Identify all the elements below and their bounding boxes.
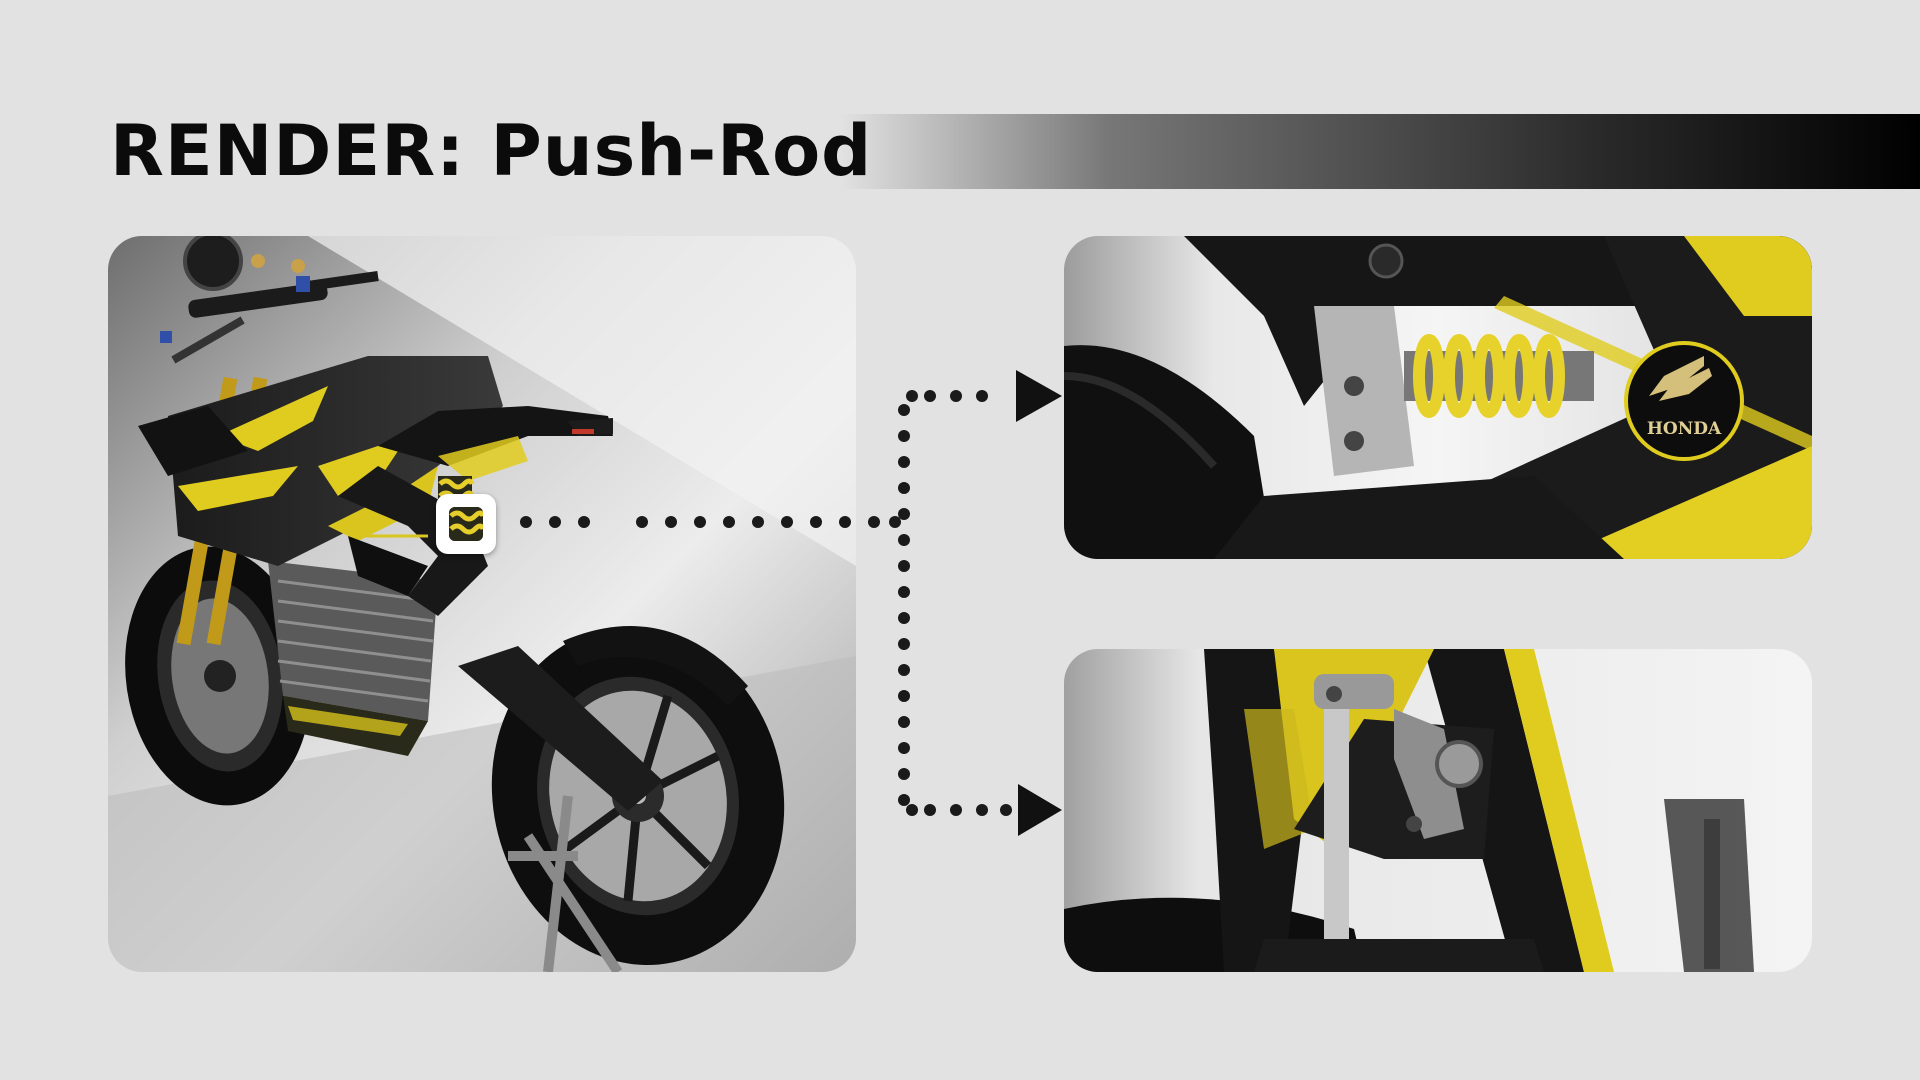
arrow-bottom-icon [1018, 784, 1062, 836]
arrow-top-icon [1016, 370, 1062, 422]
shock-closeup-panel: HONDA [1064, 236, 1812, 559]
push-rod-closeup-panel [1064, 649, 1812, 972]
motorcycle-render-panel [108, 236, 856, 972]
title-gradient-bar [840, 114, 1920, 189]
page-title: RENDER: Push-Rod [110, 110, 873, 192]
honda-logo-text: HONDA [1647, 419, 1722, 439]
motorcycle-render-image [108, 236, 856, 972]
push-rod-closeup-image [1064, 649, 1812, 972]
shock-hotspot-marker[interactable] [436, 494, 496, 554]
shock-spring-icon [449, 507, 483, 541]
shock-closeup-image: HONDA [1064, 236, 1812, 559]
